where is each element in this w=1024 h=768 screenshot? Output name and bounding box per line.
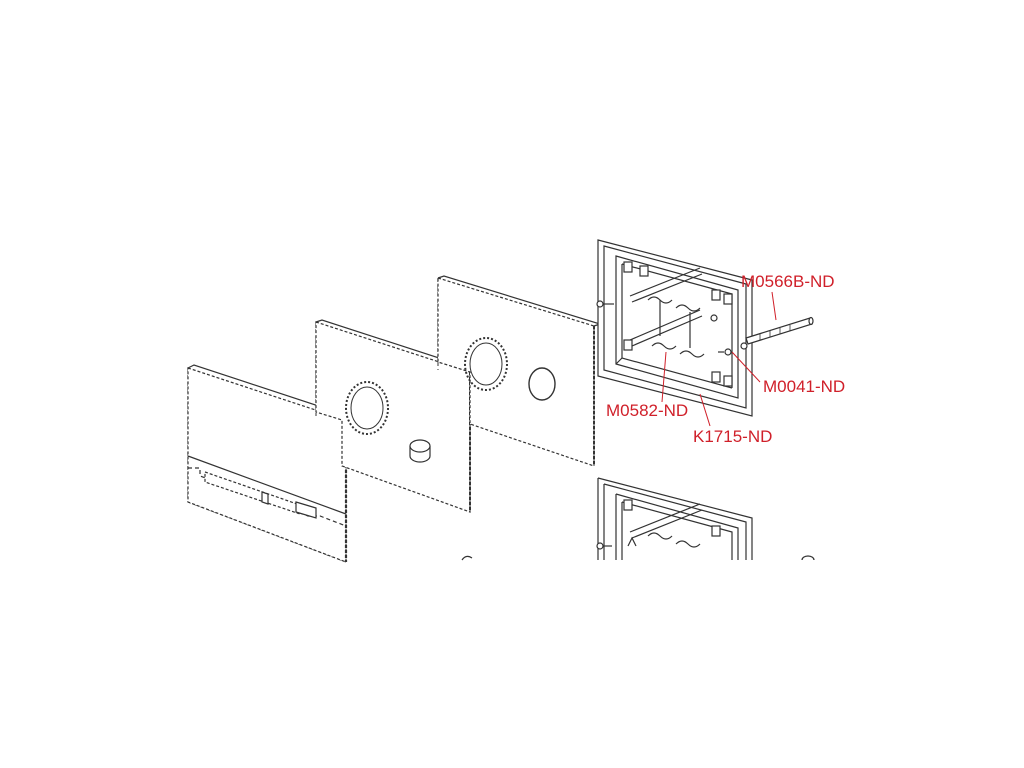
large-button-opening [464, 337, 508, 391]
actuator-rod [745, 316, 814, 345]
leader-m0041 [731, 351, 761, 383]
mounting-frame [596, 239, 753, 417]
left-screw-icon [596, 300, 614, 308]
label-m0041: M0041-ND [763, 377, 845, 396]
button-opening [345, 381, 389, 435]
label-m0582: M0582-ND [606, 401, 688, 420]
leader-lines [661, 291, 777, 427]
small-button-opening [528, 367, 556, 401]
leader-m0582 [661, 351, 667, 403]
partial-part-fragment [461, 555, 473, 561]
button-knob-icon [409, 439, 431, 463]
front-cover-plate [187, 364, 354, 563]
mounting-frame-alternate [596, 477, 815, 561]
leader-m0566b [771, 291, 777, 321]
leader-k1715 [699, 393, 711, 427]
label-k1715: K1715-ND [693, 427, 772, 446]
right-screw-icon [718, 348, 732, 356]
rear-dual-button-plate [437, 275, 602, 467]
label-m0566b: M0566B-ND [741, 272, 835, 291]
